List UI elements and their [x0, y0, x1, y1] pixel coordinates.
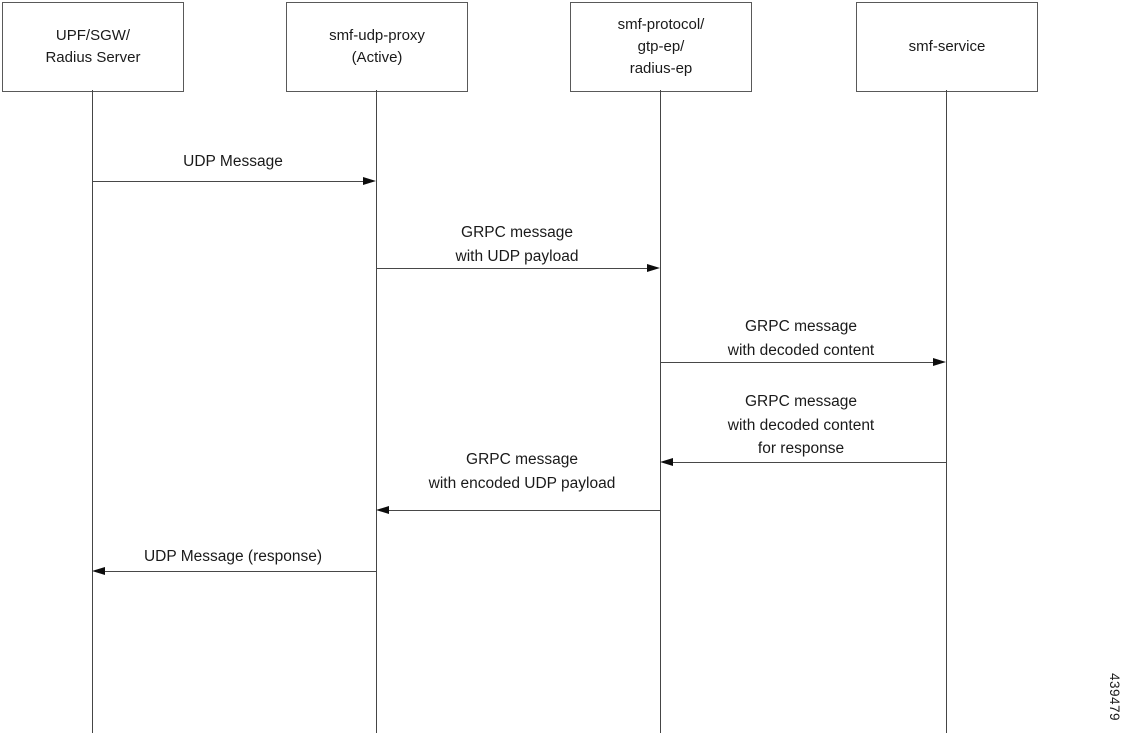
arrowhead-left-icon	[660, 458, 673, 466]
actor-box-smf-protocol-gtp-ep-radius-ep: smf-protocol/ gtp-ep/ radius-ep	[570, 2, 752, 92]
lifeline-smf-protocol-gtp-ep-radius-ep	[659, 90, 661, 733]
message-label: GRPC message with encoded UDP payload	[428, 451, 616, 492]
actor-label-smf-service: smf-service	[908, 38, 986, 55]
message-arrow-line	[660, 362, 933, 364]
message-label: UDP Message (response)	[143, 548, 323, 565]
arrowhead-right-icon	[933, 358, 946, 366]
message-label: UDP Message	[183, 153, 283, 170]
actor-box-upf-sgw-radius-server: UPF/SGW/ Radius Server	[2, 2, 184, 92]
message-arrow-line	[92, 181, 364, 183]
arrowhead-right-icon	[363, 177, 376, 185]
arrowhead-right-icon	[647, 264, 660, 272]
lifeline-smf-service	[945, 90, 947, 733]
message-arrow-line	[105, 571, 376, 573]
actor-label-smf-protocol-gtp-ep-radius-ep: smf-protocol/ gtp-ep/ radius-ep	[617, 16, 705, 77]
actor-label-smf-udp-proxy: smf-udp-proxy (Active)	[329, 27, 425, 66]
message-arrow-line	[389, 510, 660, 512]
figure-number: 439479	[1107, 673, 1122, 722]
actor-label-upf-sgw-radius-server: UPF/SGW/ Radius Server	[45, 27, 141, 66]
lifeline-upf-sgw-radius-server	[91, 90, 93, 733]
message-arrow-line	[376, 268, 647, 270]
actor-box-smf-service: smf-service	[856, 2, 1038, 92]
lifeline-smf-udp-proxy	[375, 90, 377, 733]
message-label: GRPC message with decoded content	[727, 318, 875, 359]
arrowhead-left-icon	[376, 506, 389, 514]
actor-box-smf-udp-proxy: smf-udp-proxy (Active)	[286, 2, 468, 92]
message-label: GRPC message with UDP payload	[455, 224, 579, 265]
message-label: GRPC message with decoded content for re…	[727, 393, 875, 457]
arrowhead-left-icon	[92, 567, 105, 575]
message-arrow-line	[673, 462, 946, 464]
